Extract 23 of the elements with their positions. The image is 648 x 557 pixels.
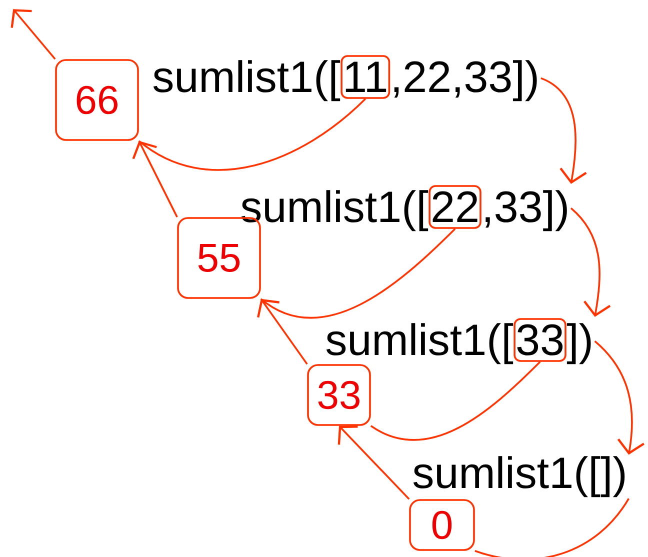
call-text: ,22,33]) — [394, 60, 537, 102]
call-text: ]) — [566, 323, 591, 364]
highlight-box: 11 — [340, 55, 390, 99]
result-box: 33 — [307, 364, 371, 426]
arrow — [570, 208, 611, 317]
call-text: sumlist1([]) — [413, 456, 625, 498]
result-box: 66 — [55, 59, 139, 141]
arrow — [594, 340, 644, 455]
connector-line — [138, 98, 366, 171]
result-box: 0 — [409, 499, 475, 551]
arrow — [132, 140, 178, 218]
call-text: sumlist1([ — [326, 323, 514, 364]
arrow — [257, 298, 308, 365]
highlight-box: 33 — [514, 318, 566, 362]
connector-line — [474, 498, 630, 557]
arrow — [540, 77, 587, 184]
call-text: sumlist1([ — [153, 60, 340, 102]
connector-line — [370, 361, 541, 441]
call-text: ,33]) — [486, 190, 567, 232]
arrow — [338, 426, 410, 500]
highlight-box: 22 — [428, 185, 482, 229]
connector-line — [260, 228, 456, 319]
arrow — [10, 9, 56, 60]
